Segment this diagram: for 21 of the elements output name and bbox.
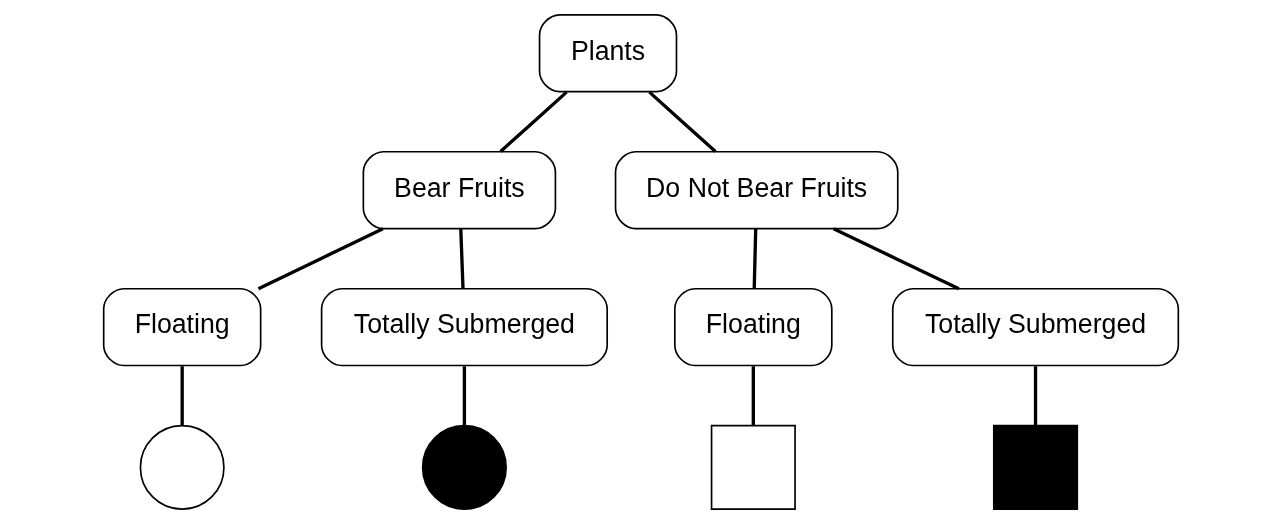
connector xyxy=(832,227,960,291)
node-circle xyxy=(139,424,225,510)
connector xyxy=(462,366,467,426)
node-circle xyxy=(421,424,507,510)
connector xyxy=(1033,366,1038,426)
node-box: Bear Fruits xyxy=(362,150,557,230)
node-box: Do Not Bear Fruits xyxy=(614,150,899,230)
node-box: Plants xyxy=(538,14,678,93)
connector xyxy=(499,90,568,153)
node-box: Totally Submerged xyxy=(891,287,1180,367)
connector xyxy=(751,366,755,426)
connector xyxy=(257,227,384,291)
connector xyxy=(648,90,717,153)
node-box: Floating xyxy=(102,287,262,367)
connector xyxy=(459,229,465,289)
connector xyxy=(752,229,758,289)
node-box xyxy=(992,424,1079,510)
node-box xyxy=(710,424,796,510)
node-box: Floating xyxy=(674,287,833,367)
connector xyxy=(180,366,184,426)
node-box: Totally Submerged xyxy=(320,287,608,367)
